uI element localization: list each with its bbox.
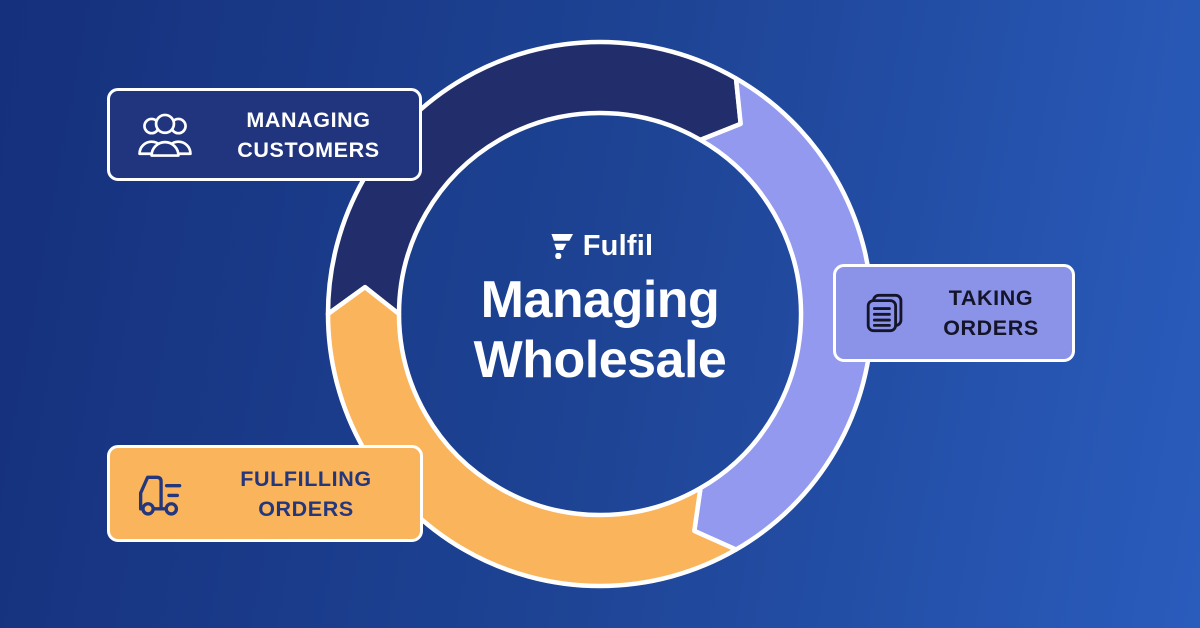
managing-customers-label-line2: CUSTOMERS (237, 137, 380, 162)
people-icon (136, 110, 194, 160)
fulfil-logo: Fulfil (0, 230, 1200, 262)
fulfilling-orders-label-line2: ORDERS (258, 496, 354, 521)
documents-icon (862, 290, 908, 336)
taking-orders-label: TAKING ORDERS (922, 283, 1060, 343)
fulfilling-orders-card: FULFILLING ORDERS (107, 445, 423, 542)
fulfil-logo-text: Fulfil (582, 229, 654, 262)
fulfilling-orders-label-line1: FULFILLING (240, 466, 372, 491)
managing-customers-label: MANAGING CUSTOMERS (214, 105, 403, 165)
center-text-block: Fulfil Managing Wholesale (0, 230, 1200, 390)
diagram-title-line2: Wholesale (473, 331, 727, 389)
taking-orders-label-line2: ORDERS (943, 316, 1039, 340)
segment-fulfilling-orders (325, 284, 739, 589)
diagram-title-line1: Managing (480, 271, 720, 329)
diagram-title: Managing Wholesale (0, 270, 1200, 390)
taking-orders-label-line1: TAKING (948, 286, 1034, 310)
fulfil-logo-icon (551, 233, 573, 259)
truck-icon (134, 468, 190, 520)
taking-orders-card: TAKING ORDERS (833, 264, 1075, 362)
managing-customers-card: MANAGING CUSTOMERS (107, 88, 422, 181)
managing-customers-label-line1: MANAGING (246, 107, 371, 132)
fulfilling-orders-label: FULFILLING ORDERS (208, 464, 404, 524)
